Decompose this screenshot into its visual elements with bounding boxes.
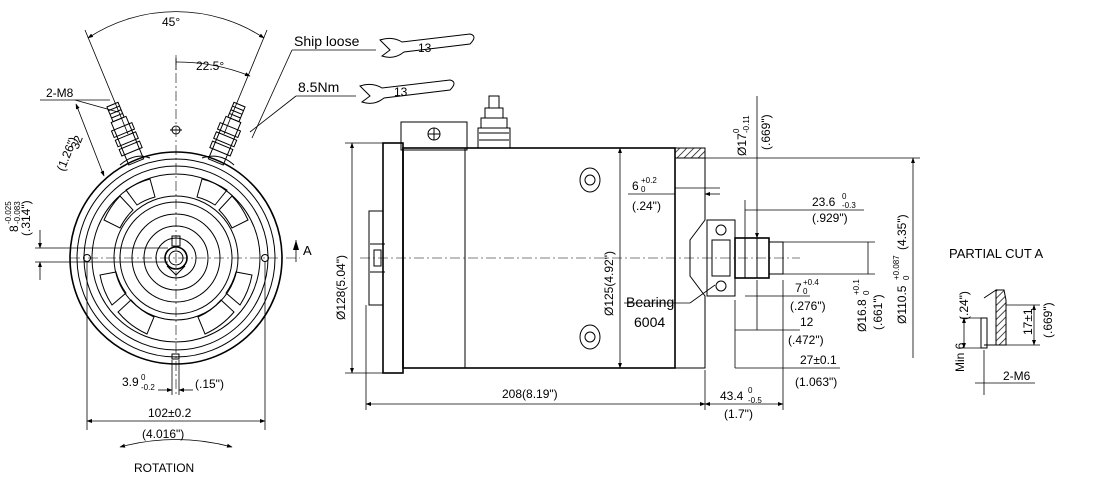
dim-32-label: 32 — [68, 133, 86, 151]
front-outer-circle — [69, 151, 283, 365]
svg-text:6: 6 — [632, 179, 639, 193]
length-208-label: 208(8.19") — [502, 387, 558, 401]
dim-6-label: 6 +0.2 0 — [632, 176, 657, 194]
dim-434-in-label: (1.7") — [724, 407, 753, 421]
svg-text:23.6: 23.6 — [812, 195, 836, 209]
dim-6-in-label: (.24") — [632, 199, 661, 213]
svg-text:Ø16.8: Ø16.8 — [855, 299, 869, 332]
svg-text:+0.2: +0.2 — [641, 176, 657, 185]
partial-dim-17-in: (.669") — [1041, 302, 1055, 338]
svg-text:0: 0 — [842, 192, 847, 201]
torque-label: 8.5Nm — [298, 79, 339, 95]
svg-text:0: 0 — [862, 290, 871, 295]
dim-4016-in-label: (4.016") — [142, 427, 184, 441]
section-a-label: A — [303, 243, 312, 258]
rotation-label: ROTATION — [134, 461, 194, 475]
terminal-stud-right — [207, 101, 246, 166]
svg-text:Ø17: Ø17 — [735, 133, 749, 156]
svg-text:0: 0 — [902, 275, 911, 280]
dia-168-in-label: (.661") — [871, 294, 885, 330]
partial-cut-title: PARTIAL CUT A — [949, 246, 1043, 261]
dim-27-in-label: (1.063") — [795, 375, 837, 389]
svg-text:-0.083: -0.083 — [13, 201, 22, 224]
key-dim-8-label: 8 -0.025 -0.083 — [4, 201, 22, 232]
key-dim-in-label: (.314") — [19, 200, 33, 236]
svg-text:43.4: 43.4 — [720, 389, 744, 403]
dia-1105-label: Ø110.5 +0.087 0 (4.35") — [892, 214, 911, 324]
bearing-label: Bearing — [626, 294, 674, 310]
partial-dim-17: 17±1 — [1021, 308, 1035, 335]
partial-dim-24-in: (.24") — [957, 291, 971, 320]
dim-39-label: 3.9 0 -0.2 — [122, 373, 155, 392]
svg-text:+0.1: +0.1 — [852, 279, 861, 295]
dim-236-in-label: (.929") — [812, 211, 848, 225]
bearing-code-label: 6004 — [634, 314, 665, 330]
dia-17-label: Ø17 0 -0.11 — [732, 115, 751, 156]
dia-128-label: Ø128(5.04") — [334, 255, 348, 320]
partial-thread-2m6: 2-M6 — [1003, 369, 1031, 383]
dia-17-in-label: (.669") — [759, 114, 773, 150]
dia-125-label: Ø125(4.92") — [602, 251, 616, 316]
dim-12-label: 12 — [800, 315, 814, 329]
svg-text:+0.087: +0.087 — [892, 255, 901, 280]
svg-text:0: 0 — [141, 373, 146, 382]
terminal-stud-left — [106, 101, 145, 166]
dim-236-label: 23.6 0 -0.3 — [812, 192, 856, 210]
shaft-keyway — [171, 235, 181, 247]
wrench-icon — [379, 33, 475, 58]
dim-434-label: 43.4 0 -0.5 — [720, 386, 762, 405]
dim-15-in-label: (.15") — [195, 377, 224, 391]
svg-text:-0.2: -0.2 — [141, 383, 155, 392]
wrench-size-b: 13 — [394, 85, 408, 99]
dim-27-label: 27±0.1 — [800, 353, 837, 367]
wrench-callout-ship-loose — [251, 33, 475, 139]
svg-text:0: 0 — [641, 185, 646, 194]
wrench-size-a: 13 — [418, 41, 432, 55]
dim-102-label: 102±0.2 — [148, 406, 192, 420]
svg-text:0: 0 — [748, 386, 753, 395]
svg-text:+0.4: +0.4 — [803, 278, 819, 287]
svg-text:7: 7 — [795, 281, 802, 295]
svg-text:(4.35"): (4.35") — [895, 214, 909, 250]
svg-text:0: 0 — [803, 287, 808, 296]
dim-7-in-label: (.276") — [790, 299, 826, 313]
angle-22-5-label: 22.5° — [196, 59, 224, 73]
svg-text:8: 8 — [7, 225, 21, 232]
svg-text:3.9: 3.9 — [122, 375, 139, 389]
dim-126-in-label: (1.26") — [54, 135, 80, 173]
wrench-icon — [359, 79, 455, 104]
dim-7-label: 7 +0.4 0 — [795, 278, 819, 296]
ship-loose-label: Ship loose — [294, 33, 360, 49]
partial-cut-a — [960, 289, 1040, 395]
svg-text:-0.025: -0.025 — [4, 201, 13, 224]
dim-12-in-label: (.472") — [788, 333, 824, 347]
svg-text:-0.3: -0.3 — [842, 201, 856, 210]
side-view — [345, 95, 920, 410]
svg-text:Ø110.5: Ø110.5 — [895, 285, 909, 324]
svg-text:-0.5: -0.5 — [748, 396, 762, 405]
front-view — [35, 11, 300, 448]
partial-min-6: Min 6 — [953, 342, 967, 372]
svg-text:0: 0 — [732, 128, 741, 133]
thread-2m8-label: 2-M8 — [46, 86, 74, 100]
svg-text:-0.11: -0.11 — [742, 115, 751, 133]
dia-168-label: Ø16.8 +0.1 0 — [852, 279, 871, 332]
wrench-callout-torque — [249, 79, 455, 133]
angle-45-label: 45° — [162, 15, 180, 29]
front-shaft — [164, 246, 188, 270]
